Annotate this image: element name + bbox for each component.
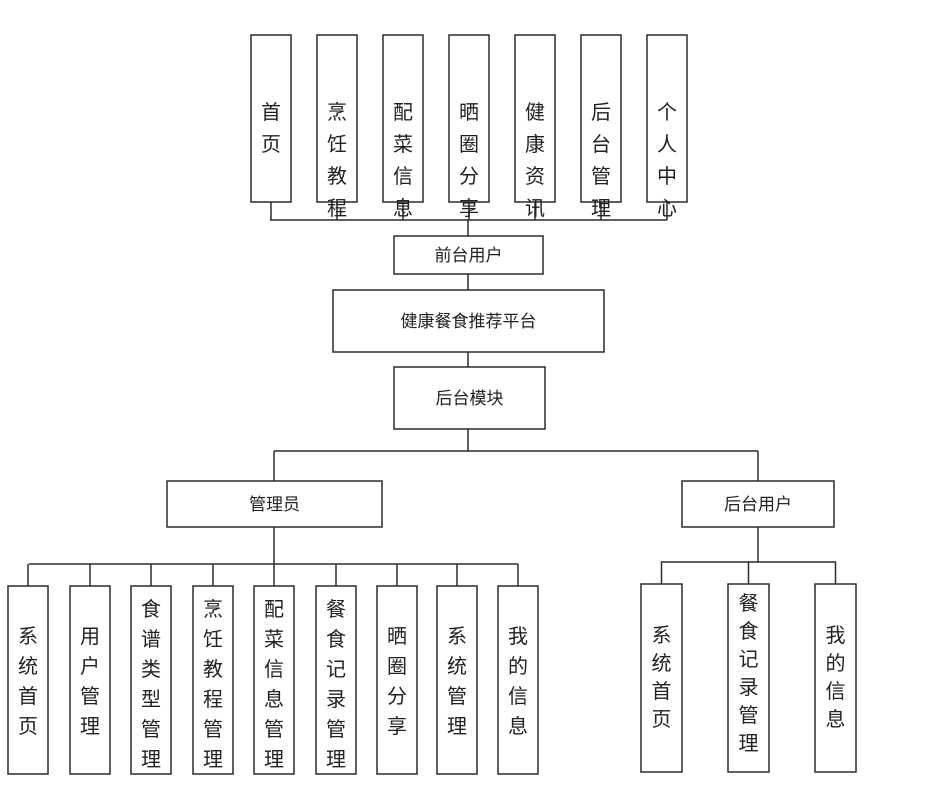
backend-module-node: 后台模块 <box>393 366 546 430</box>
admin-item-1-label: 系统首页 <box>18 624 38 738</box>
admin-item-5: 配菜信息管理 <box>253 585 295 775</box>
admin-item-2: 用户管理 <box>69 585 111 775</box>
front-item-7-label: 个人中心 <box>657 100 677 220</box>
admin-item-3: 食谱类型管理 <box>130 585 172 775</box>
platform-node: 健康餐食推荐平台 <box>332 289 605 353</box>
user-item-2-label: 餐食记录管理 <box>739 591 759 755</box>
admin-item-5-label: 配菜信息管理 <box>264 597 284 771</box>
admin-item-2-label: 用户管理 <box>80 624 100 738</box>
user-item-3: 我的信息 <box>814 583 857 773</box>
admin-item-7-label: 晒圈分享 <box>387 624 407 738</box>
admin-item-3-label: 食谱类型管理 <box>141 597 161 771</box>
backend-module-node-label: 后台模块 <box>436 389 504 409</box>
admin-item-8-label: 系统管理 <box>447 624 467 738</box>
front-item-3-label: 配菜信息 <box>393 100 413 220</box>
front-item-5: 健康资讯 <box>514 34 556 220</box>
connector-lines <box>27 202 837 586</box>
user-item-1-label: 系统首页 <box>652 623 672 731</box>
front-item-7: 个人中心 <box>646 34 688 220</box>
user-item-3-label: 我的信息 <box>826 623 846 731</box>
front-item-1-label: 首页 <box>261 100 281 156</box>
admin-item-6-label: 餐食记录管理 <box>326 597 346 771</box>
diagram-nodes: 首页烹饪教程配菜信息晒圈分享健康资讯后台管理个人中心前台用户健康餐食推荐平台后台… <box>7 34 857 775</box>
admin-item-1: 系统首页 <box>7 585 49 775</box>
front-item-6: 后台管理 <box>580 34 622 220</box>
admin-node: 管理员 <box>166 480 383 528</box>
admin-item-4-label: 烹饪教程管理 <box>203 597 223 771</box>
front-item-2-label: 烹饪教程 <box>327 100 347 220</box>
admin-item-8: 系统管理 <box>436 585 478 775</box>
backend-user-node-label: 后台用户 <box>724 495 792 515</box>
backend-user-node: 后台用户 <box>681 480 835 528</box>
admin-item-7: 晒圈分享 <box>376 585 418 775</box>
front-item-4: 晒圈分享 <box>448 34 490 220</box>
user-item-1: 系统首页 <box>640 583 683 773</box>
platform-node-label: 健康餐食推荐平台 <box>401 312 537 332</box>
front-user-node-label: 前台用户 <box>435 246 503 266</box>
admin-item-9: 我的信息 <box>497 585 539 775</box>
user-item-2: 餐食记录管理 <box>727 583 770 773</box>
front-user-node: 前台用户 <box>393 235 544 275</box>
admin-item-4: 烹饪教程管理 <box>192 585 234 775</box>
front-item-5-label: 健康资讯 <box>525 100 545 220</box>
front-item-4-label: 晒圈分享 <box>459 100 479 220</box>
admin-item-6: 餐食记录管理 <box>315 585 357 775</box>
front-item-2: 烹饪教程 <box>316 34 358 220</box>
admin-node-label: 管理员 <box>249 495 300 515</box>
admin-item-9-label: 我的信息 <box>508 624 528 738</box>
front-item-1: 首页 <box>250 34 292 203</box>
front-item-3: 配菜信息 <box>382 34 424 220</box>
front-item-6-label: 后台管理 <box>591 100 611 220</box>
